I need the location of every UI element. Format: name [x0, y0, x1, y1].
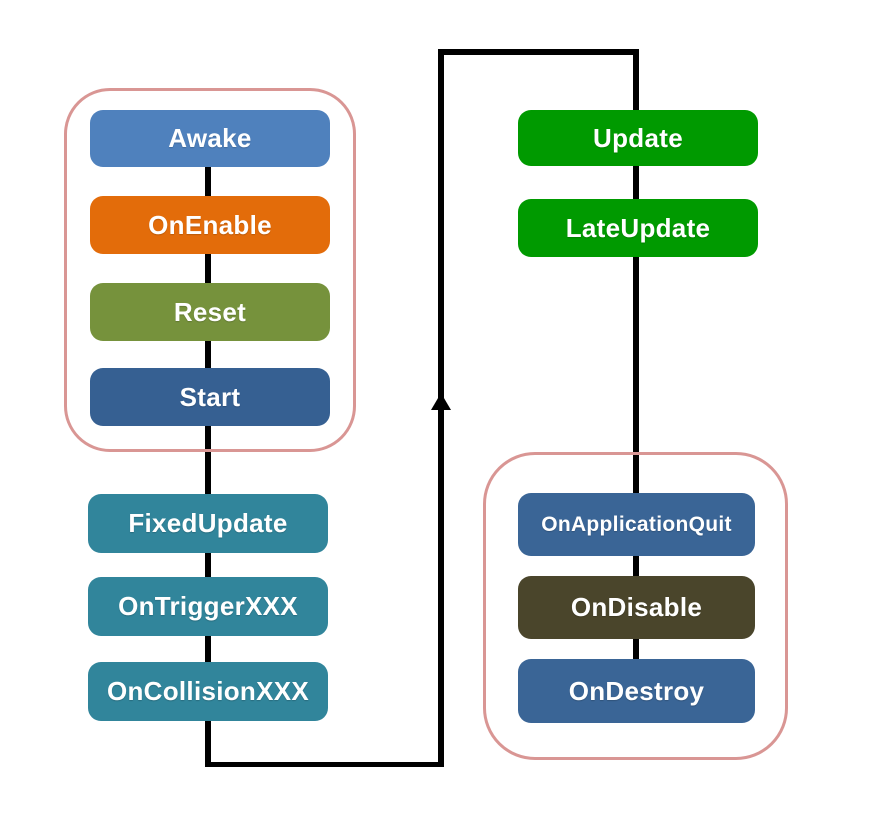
node-on-collision: OnCollisionXXX	[88, 662, 328, 721]
node-fixed-update-label: FixedUpdate	[128, 508, 288, 538]
node-late-update-label: LateUpdate	[565, 212, 711, 243]
node-reset-label: Reset	[173, 296, 247, 327]
node-on-application-quit-label: OnApplicationQuit	[541, 512, 732, 536]
node-start: Start	[90, 368, 330, 426]
node-on-enable: OnEnable	[90, 196, 330, 254]
node-on-destroy-label: OnDestroy	[568, 675, 705, 706]
node-on-disable-label: OnDisable	[570, 592, 703, 622]
connector-left-vertical	[205, 138, 211, 767]
node-on-trigger: OnTriggerXXX	[88, 577, 328, 636]
node-on-enable-label: OnEnable	[148, 209, 272, 240]
node-awake: Awake	[90, 110, 330, 167]
node-late-update: LateUpdate	[518, 199, 758, 257]
connector-top-horizontal	[438, 49, 639, 55]
node-update-label: Update	[593, 122, 683, 153]
node-start-label: Start	[179, 381, 241, 412]
node-awake-label: Awake	[168, 123, 252, 153]
node-on-destroy: OnDestroy	[518, 659, 755, 723]
node-on-trigger-label: OnTriggerXXX	[118, 591, 298, 621]
node-on-collision-label: OnCollisionXXX	[106, 676, 310, 706]
startup-group-border	[64, 88, 356, 452]
connector-bottom-horizontal	[205, 762, 444, 767]
node-on-application-quit: OnApplicationQuit	[518, 493, 755, 556]
up-arrow-icon	[431, 393, 451, 410]
node-reset: Reset	[90, 283, 330, 341]
node-update: Update	[518, 110, 758, 166]
node-fixed-update: FixedUpdate	[88, 494, 328, 553]
teardown-group-border	[483, 452, 788, 760]
connector-right-vertical	[633, 49, 639, 694]
node-on-disable: OnDisable	[518, 576, 755, 639]
